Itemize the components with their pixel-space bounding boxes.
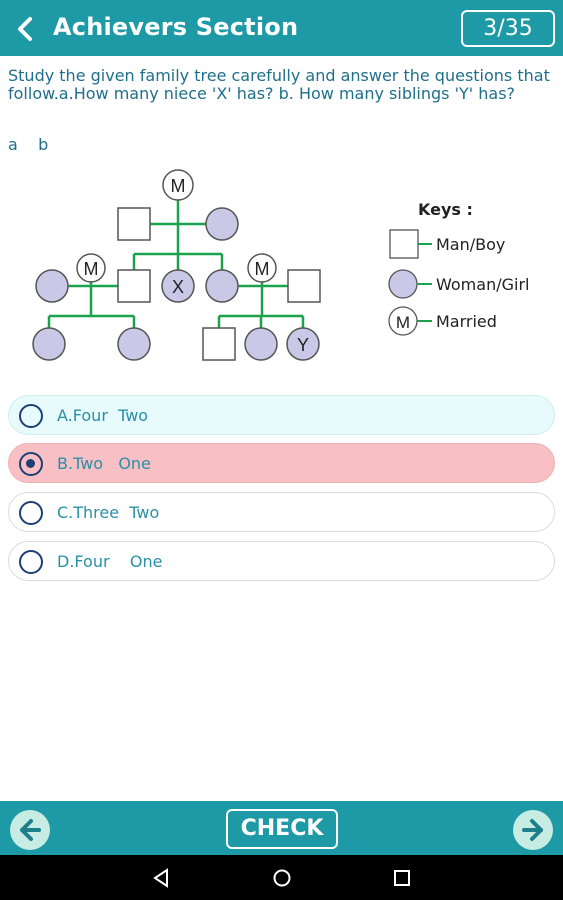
tree-lines — [47, 200, 305, 330]
back-button[interactable] — [8, 12, 42, 46]
radio-selected-icon[interactable] — [19, 452, 43, 476]
option-d-label: D.Four One — [57, 552, 163, 571]
square-recents-icon — [394, 870, 410, 886]
system-recents-button[interactable] — [391, 867, 413, 889]
option-c-label: C.Three Two — [57, 503, 160, 522]
check-button[interactable]: CHECK — [226, 809, 338, 849]
radio-unselected-icon[interactable] — [19, 404, 43, 428]
option-c[interactable]: C.Three Two — [8, 492, 555, 532]
keys-title: Keys : — [418, 200, 473, 219]
top-bar: Achievers Section 3/35 — [0, 0, 563, 56]
svg-text:M: M — [255, 259, 270, 279]
page-title: Achievers Section — [53, 13, 299, 41]
key-woman-symbol — [388, 269, 418, 299]
svg-text:X: X — [172, 277, 184, 297]
previous-button[interactable] — [10, 810, 50, 850]
system-back-button[interactable] — [150, 867, 172, 889]
married-symbol-right: M — [247, 253, 277, 283]
chevron-left-icon — [18, 17, 32, 41]
system-nav-bar — [0, 855, 563, 900]
man-gen1 — [117, 207, 151, 241]
option-a-label: A.Four Two — [57, 406, 149, 425]
key-married-symbol: M — [388, 306, 418, 336]
question-counter: 3/35 — [461, 10, 555, 47]
option-a[interactable]: A.Four Two — [8, 395, 555, 435]
man-gen2-right — [287, 269, 321, 303]
woman-gen1 — [205, 207, 239, 241]
option-b-label: B.Two One — [57, 454, 151, 473]
key-man-label: Man/Boy — [436, 235, 505, 254]
girl-gen3-1 — [32, 327, 66, 361]
girl-gen3-2 — [117, 327, 151, 361]
arrow-left-icon — [20, 819, 41, 841]
triangle-back-icon — [153, 868, 168, 888]
key-married-label: Married — [436, 312, 497, 331]
married-symbol-left: M — [76, 253, 106, 283]
arrow-right-icon — [522, 819, 543, 841]
key-woman-label: Woman/Girl — [436, 275, 529, 294]
person-x: X — [161, 269, 195, 303]
woman-gen2-left — [35, 269, 69, 303]
circle-home-icon — [273, 869, 291, 887]
svg-text:M: M — [84, 259, 99, 279]
person-y: Y — [286, 327, 320, 361]
family-tree-diagram: M M X M Y Keys : Man/Boy Woman/Girl M Ma… — [32, 169, 529, 361]
system-home-button[interactable] — [271, 867, 293, 889]
svg-text:M: M — [396, 313, 410, 332]
man-gen2-left — [117, 269, 151, 303]
boy-gen3 — [202, 327, 236, 361]
radio-unselected-icon[interactable] — [19, 501, 43, 525]
option-b[interactable]: B.Two One — [8, 443, 555, 483]
svg-text:M: M — [171, 176, 186, 196]
option-d[interactable]: D.Four One — [8, 541, 555, 581]
bottom-bar: CHECK — [0, 801, 563, 855]
married-symbol-top: M — [162, 169, 194, 201]
question-text: Study the given family tree carefully an… — [8, 66, 550, 103]
radio-unselected-icon[interactable] — [19, 550, 43, 574]
question-subparts: a b — [8, 135, 49, 154]
next-button[interactable] — [513, 810, 553, 850]
woman-gen2-right — [205, 269, 239, 303]
svg-text:Y: Y — [297, 335, 309, 355]
key-man-symbol — [389, 229, 419, 259]
girl-gen3-3 — [244, 327, 278, 361]
